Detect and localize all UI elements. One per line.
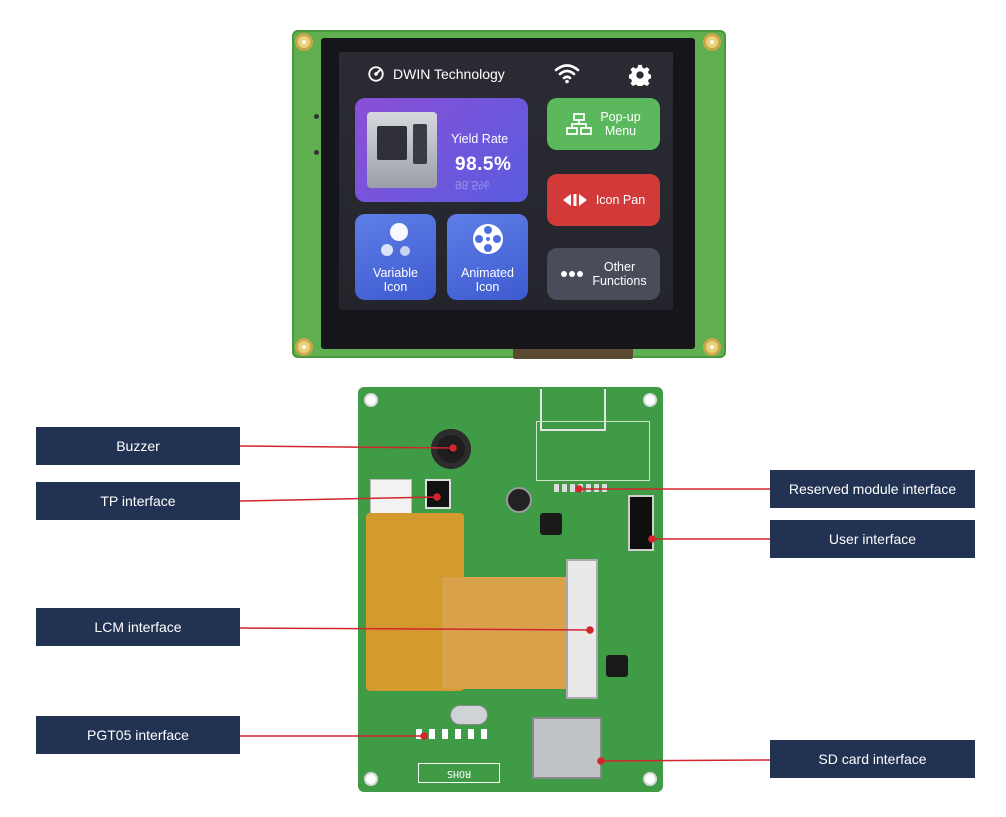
capacitor [506,487,532,513]
dots-icon [561,271,584,277]
mounting-hole [364,772,378,786]
sd-card-slot [532,717,602,779]
other-label-line1: Other [603,260,636,274]
org-chart-icon [566,113,593,135]
brand: DWIN Technology [367,65,505,83]
icon-pan-tile[interactable]: Icon Pan [547,174,660,226]
popup-label-line1: Pop-up [600,110,641,124]
popup-menu-tile[interactable]: Pop-up Menu [547,98,660,150]
pgt05-pins [416,729,494,739]
cnc-machine-image [367,112,437,188]
screen-topbar: DWIN Technology [339,52,673,92]
reserved-module-interface-label: Reserved module interface [770,470,975,508]
arrows-icon [562,194,587,206]
side-dot [314,150,319,155]
mounting-hole [703,338,721,356]
inductor [540,513,562,535]
wifi-icon[interactable] [554,62,580,84]
mounting-hole [364,393,378,407]
mounting-hole [295,338,313,356]
crystal [450,705,488,725]
brand-text: DWIN Technology [393,66,505,82]
buzzer-component [431,429,471,469]
iconpan-label: Icon Pan [595,193,646,207]
tp-connector [425,479,451,509]
lcd-screen: DWIN Technology Yield Rate 98.5% 98.5% [339,52,673,310]
buzzer-label: Buzzer [36,427,240,465]
circles-icon [381,223,410,256]
tp-interface-label: TP interface [36,482,240,520]
side-dot [314,114,319,119]
other-label-line2: Functions [592,274,647,288]
mounting-hole [643,772,657,786]
variable-label-line1: Variable [373,266,418,280]
user-connector [628,495,654,551]
lcm-interface-label: LCM interface [36,608,240,646]
rohs-silkscreen: ROHS [418,763,500,783]
reserved-module-pins [554,484,610,492]
yield-value-reflection: 98.5% [455,178,490,192]
yield-value: 98.5% [455,154,512,175]
popup-label-line2: Menu [604,124,637,138]
gear-icon[interactable] [629,64,651,86]
yield-label: Yield Rate [451,132,509,146]
animated-label-line2: Icon [475,280,500,294]
variable-label-line2: Icon [383,280,408,294]
sd-card-interface-label: SD card interface [770,740,975,778]
inductor [606,655,628,677]
dwin-logo-icon [368,66,384,82]
pgt05-interface-label: PGT05 interface [36,716,240,754]
animated-label-line1: Animated [461,266,514,280]
yield-rate-tile[interactable]: Yield Rate 98.5% 98.5% [355,98,528,202]
mounting-hole [295,33,313,51]
pcb-antenna [540,389,606,431]
other-functions-tile[interactable]: Other Functions [547,248,660,300]
animated-icon-tile[interactable]: Animated Icon [447,214,528,300]
mounting-hole [703,33,721,51]
display-module-back: ROHS [358,387,663,792]
variable-icon-tile[interactable]: Variable Icon [355,214,436,300]
lcm-connector [566,559,598,699]
mounting-hole [643,393,657,407]
reserved-module-area [536,421,650,481]
user-interface-label: User interface [770,520,975,558]
film-reel-icon [473,224,503,254]
